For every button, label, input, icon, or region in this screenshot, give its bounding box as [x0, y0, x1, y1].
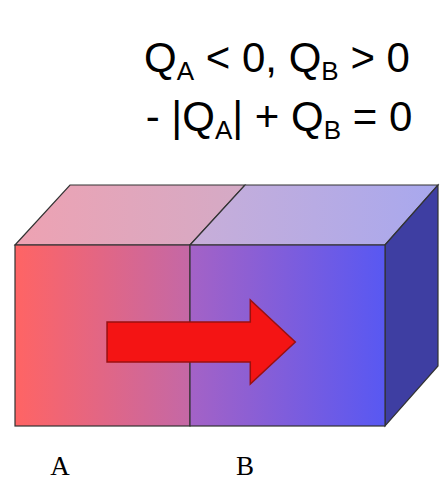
region-letter: B: [236, 453, 254, 480]
subscript: B: [324, 115, 341, 145]
subscript: A: [177, 56, 194, 86]
charge-equation: QA < 0, QB > 0: [144, 35, 410, 81]
charge-equation: - |QA| + QB = 0: [146, 94, 413, 140]
slab-region: A: [15, 245, 190, 426]
slab-region: B: [190, 245, 385, 426]
heat-flow-arrow: [107, 300, 295, 384]
region-letter: A: [50, 453, 70, 480]
side-face-b: [385, 185, 438, 426]
subscript: A: [215, 115, 232, 145]
subscript: B: [321, 56, 338, 86]
